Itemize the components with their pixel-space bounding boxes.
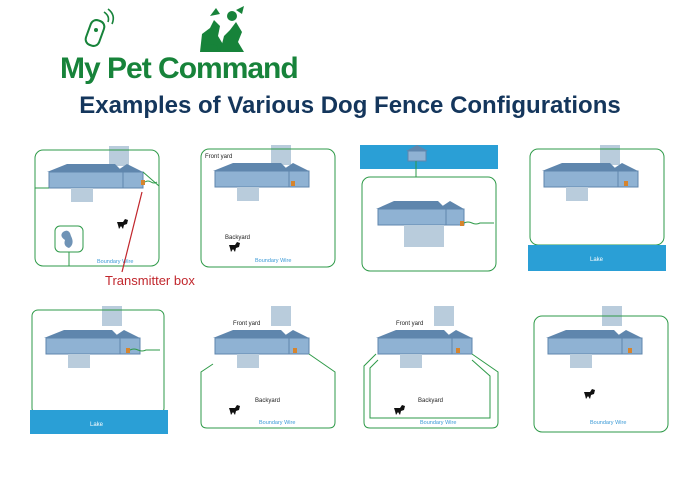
- dog-icon: [584, 389, 595, 399]
- dog-icon: [229, 242, 240, 252]
- config-panel-7: Front yard Backyard Boundary Wire: [362, 306, 502, 436]
- transmitter-icon: [126, 348, 130, 353]
- backyard-label: Backyard: [418, 398, 443, 404]
- backyard-label: Backyard: [255, 398, 280, 404]
- house-icon: [213, 330, 310, 368]
- transmitter-box-callout: Transmitter box: [105, 273, 195, 288]
- lake-label: Lake: [590, 257, 604, 263]
- front-wire: [35, 171, 160, 189]
- transmitter-icon: [460, 221, 464, 226]
- pool-icon: [54, 225, 84, 266]
- config-panel-1: Boundary Wire: [31, 146, 171, 276]
- page-title: Examples of Various Dog Fence Configurat…: [79, 92, 621, 119]
- boundary-wire-label: Boundary Wire: [420, 420, 456, 426]
- transmitter-icon: [293, 348, 297, 353]
- house-icon: [546, 330, 643, 368]
- boundary-wire-label: Boundary Wire: [97, 259, 133, 265]
- house-icon: [47, 164, 144, 202]
- front-yard-label: Front yard: [205, 154, 232, 160]
- remote-icon: [84, 8, 115, 47]
- config-panel-2: Front yard Backyard Boundary Wire: [199, 145, 339, 275]
- transmitter-icon: [624, 181, 628, 186]
- config-panel-6: Front yard Backyard Boundary Wire: [199, 306, 339, 436]
- config-panel-8: Boundary Wire: [532, 306, 672, 436]
- config-panel-5: Lake: [30, 306, 170, 436]
- front-yard-label: Front yard: [233, 321, 260, 327]
- logo-graphic: [84, 6, 244, 52]
- boundary-wire: [34, 149, 160, 267]
- config-panel-4: Lake: [528, 145, 668, 275]
- transmitter-icon: [291, 181, 295, 186]
- house-icon: [213, 163, 310, 201]
- house-icon: [376, 201, 465, 247]
- driveway: [109, 146, 129, 166]
- dog-icon: [117, 219, 128, 229]
- lake-label: Lake: [90, 422, 104, 428]
- dog-icon: [394, 405, 405, 415]
- lake-shape: [360, 145, 498, 169]
- logo: My Pet Command: [60, 6, 299, 86]
- lake-shape: [30, 410, 168, 434]
- boundary-wire-label: Boundary Wire: [259, 420, 295, 426]
- house-icon: [542, 163, 639, 201]
- boundary-wire-label: Boundary Wire: [590, 420, 626, 426]
- logo-dogs-icon: [200, 6, 244, 52]
- transmitter-icon: [628, 348, 632, 353]
- transmitter-icon: [456, 348, 460, 353]
- dog-icon: [229, 405, 240, 415]
- house-icon: [406, 145, 428, 162]
- transmitter-icon: [141, 180, 145, 185]
- boundary-wire-label: Boundary Wire: [255, 258, 291, 264]
- front-yard-label: Front yard: [396, 321, 423, 327]
- logo-text: My Pet Command: [60, 52, 299, 85]
- callout-leader: [121, 191, 143, 273]
- backyard-label: Backyard: [225, 235, 250, 241]
- house-icon: [44, 330, 141, 368]
- config-panel-3: [360, 145, 500, 275]
- lake-shape: [528, 245, 666, 271]
